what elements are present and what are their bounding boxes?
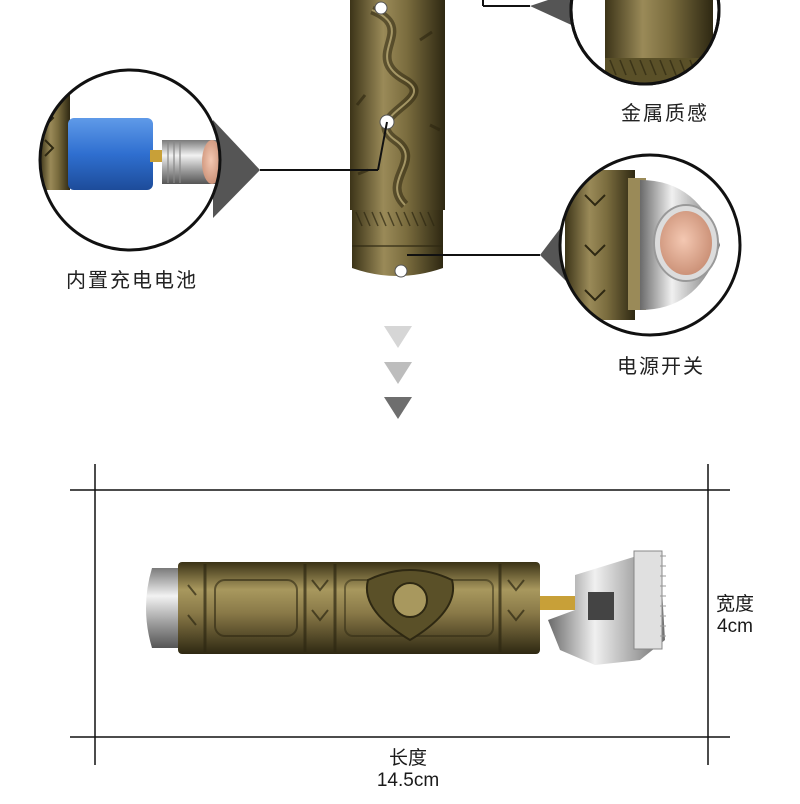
dimension-frame [70, 464, 730, 765]
arrow-dark [384, 397, 412, 419]
metal-texture-label: 金属质感 [621, 103, 709, 125]
length-dimension: 长度 14.5cm [368, 748, 448, 792]
arrow-light [384, 326, 412, 348]
down-arrows [384, 326, 412, 419]
length-value: 14.5cm [376, 770, 440, 791]
metal-texture-zoom [530, 0, 721, 86]
width-label: 宽度 [716, 594, 755, 615]
width-dimension: 宽度 4cm [716, 594, 754, 638]
width-value: 4cm [717, 616, 753, 637]
built-in-battery-label: 内置充电电池 [66, 270, 198, 292]
battery-zoom [38, 68, 260, 252]
vertical-trimmer [350, 0, 445, 278]
length-label: 长度 [388, 748, 427, 769]
callout-lines [260, 0, 540, 256]
power-switch-zoom [540, 153, 742, 337]
horizontal-trimmer [146, 550, 666, 665]
power-switch-label: 电源开关 [617, 356, 705, 378]
arrow-mid [384, 362, 412, 384]
